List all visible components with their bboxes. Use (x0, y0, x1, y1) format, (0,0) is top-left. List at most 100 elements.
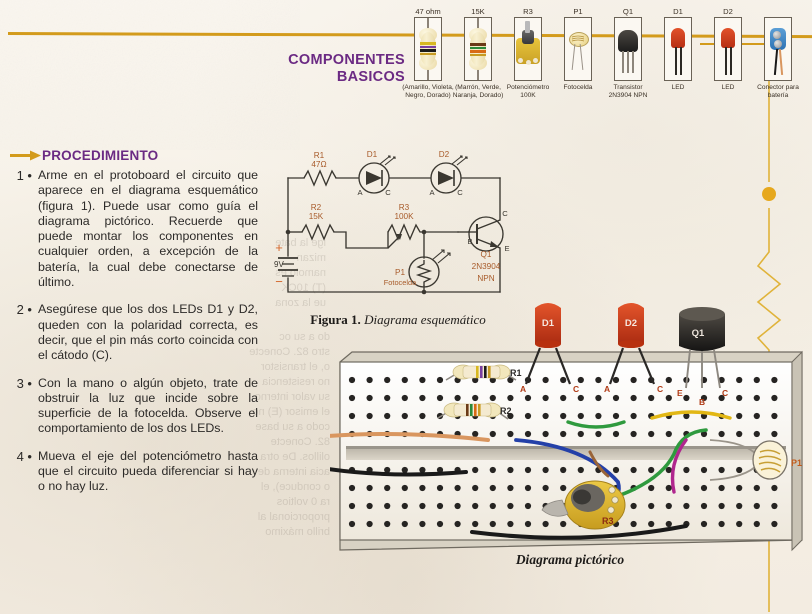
schematic-caption-bold: Figura 1. (310, 312, 361, 327)
component-q1-transistor: Q1 Transistor 2N3904 NPN (606, 6, 650, 100)
component-47ohm-colorcode: (Amarillo, Violeta, Negro, Dorado) (402, 84, 454, 100)
schematic-q1-e: E (504, 244, 509, 253)
component-15k: 15K (Marrón, Verde, Naranja, Dorado) (453, 6, 504, 100)
component-p1-desc: Fotocelda (563, 84, 593, 91)
wire-black-bottom (470, 524, 688, 540)
step-number: 3 • (16, 375, 32, 391)
pictorial-d1-cathode: C (573, 384, 579, 394)
component-47ohm: 47 ohm (Amarillo, Violeta, Negro, Dorado… (402, 6, 454, 100)
pictorial-breadboard-diagram: R1 R2 D1 A C D2 A C (330, 303, 803, 552)
procedure-step-1: 1 • Arme en el protoboard el circuito qu… (6, 168, 258, 290)
pictorial-r3-pot: R3 (541, 480, 626, 530)
component-p1-photocell: P1 Fotocelda (556, 6, 600, 92)
pictorial-p1-photocell: P1 (709, 439, 802, 481)
battery-connector-icon (764, 17, 792, 81)
schematic-battery-minus: − (275, 274, 283, 289)
component-15k-label: 15K (471, 7, 485, 16)
component-q1-label: Q1 (622, 7, 634, 16)
component-battery-connector: Conector para batería (756, 6, 800, 100)
schematic-q1-b: B (467, 237, 472, 246)
schematic-r3-value: 15K (309, 212, 324, 221)
wire-green-short (566, 420, 626, 429)
step-number: 1 • (16, 168, 32, 183)
component-d2-label: D2 (723, 7, 733, 16)
wire-magenta (670, 438, 688, 494)
procedure-step-2: 2 • Asegúrese que los dos LEDs D1 y D2, … (6, 302, 258, 363)
step-text: Arme en el protoboard el circuito que ap… (38, 168, 258, 290)
step-number: 2 • (16, 302, 32, 318)
schematic-q1-part: 2N3904 (472, 262, 501, 271)
wire-brown (588, 450, 610, 478)
schematic-d2-name: D2 (439, 150, 450, 159)
component-r3-label: R3 (523, 7, 533, 16)
component-d1-led: D1 LED (656, 6, 700, 92)
led-icon (664, 17, 692, 81)
component-r3-pot: R3 Potenciómetro 100K (506, 6, 550, 100)
schematic-r3-val: 100K (394, 212, 414, 221)
procedure-steps: 1 • Arme en el protoboard el circuito qu… (6, 168, 258, 507)
schematic-p1-desc: Fotocelda (384, 278, 417, 287)
schematic-r1-value: 47Ω (311, 160, 326, 169)
resistor-icon (414, 17, 442, 81)
wire-green-long (610, 428, 708, 500)
wire-black-battery (330, 467, 468, 477)
schematic-caption: Figura 1. Diagrama esquemático (278, 312, 518, 328)
pictorial-r2-label: R2 (500, 406, 512, 416)
component-r3-desc: Potenciómetro 100K (506, 84, 550, 100)
components-strip: 47 ohm (Amarillo, Violeta, Negro, Dorado… (402, 6, 806, 124)
component-d2-desc: LED (721, 84, 735, 91)
component-47ohm-label: 47 ohm (415, 7, 441, 16)
components-heading-line2: BASICOS (336, 69, 405, 85)
schematic-q1-name: Q1 (481, 250, 492, 259)
schematic-q1-type: NPN (477, 274, 494, 283)
pictorial-d1-label: D1 (542, 318, 555, 329)
pictorial-d2-cathode: C (657, 384, 663, 394)
wire-yellow (650, 410, 732, 420)
pictorial-r3-label: R3 (602, 516, 614, 526)
schematic-d2-anode: A (429, 188, 435, 197)
schematic-d1-cathode: C (385, 188, 391, 197)
step-text: Asegúrese que los dos LEDs D1 y D2, qued… (38, 302, 258, 363)
arrow-right-icon (10, 150, 41, 161)
pictorial-d2: D2 A C (604, 303, 663, 394)
procedure-step-3: 3 • Con la mano o algún objeto, trate de… (6, 376, 258, 437)
component-p1-label: P1 (573, 7, 583, 16)
pictorial-r2: R2 (437, 402, 512, 420)
schematic-q1-c: C (502, 209, 508, 218)
schematic-d1-name: D1 (367, 150, 378, 159)
schematic-battery-plus: + (275, 240, 283, 255)
schematic-d1-anode: A (357, 188, 363, 197)
pictorial-p1-label: P1 (791, 458, 802, 468)
components-heading-line1: COMPONENTES (288, 52, 405, 68)
transistor-icon (614, 17, 642, 81)
pictorial-d2-anode: A (604, 384, 610, 394)
schematic-diagram: R1 47Ω R2 15K R3 100K D1 D2 Q1 2N3904 NP… (274, 150, 510, 295)
pictorial-q1-e: E (677, 388, 683, 398)
component-15k-colorcode: (Marrón, Verde, Naranja, Dorado) (452, 84, 504, 100)
pictorial-d2-label: D2 (625, 318, 637, 329)
step-text: Con la mano o algún objeto, trate de obs… (38, 375, 258, 436)
led-icon (714, 17, 742, 81)
component-q1-desc: Transistor 2N3904 NPN (608, 84, 648, 100)
pictorial-d1-anode: A (520, 384, 526, 394)
component-d1-label: D1 (673, 7, 683, 16)
pictorial-q1: Q1 E B C (677, 307, 728, 407)
component-connector-label (756, 6, 800, 17)
schematic-battery-voltage: 9V (274, 260, 284, 269)
pictorial-q1-c: C (722, 388, 728, 398)
component-connector-desc: Conector para batería (757, 84, 799, 100)
pictorial-d1: D1 A C (520, 303, 579, 394)
pictorial-caption: Diagrama pictórico (515, 552, 625, 567)
pictorial-q1-label: Q1 (692, 328, 705, 339)
schematic-r3-name: R3 (399, 203, 410, 212)
components-heading: COMPONENTES BASICOS (285, 52, 405, 86)
potentiometer-icon (514, 17, 542, 81)
schematic-d2-cathode: C (457, 188, 463, 197)
pictorial-q1-b: B (699, 397, 705, 407)
procedure-step-4: 4 • Mueva el eje del potenciómetro hasta… (6, 449, 258, 495)
resistor-icon (464, 17, 492, 81)
photocell-icon (564, 17, 592, 81)
component-d1-desc: LED (671, 84, 685, 91)
schematic-p1-name: P1 (395, 268, 405, 277)
schematic-r1-name: R1 (314, 151, 325, 160)
